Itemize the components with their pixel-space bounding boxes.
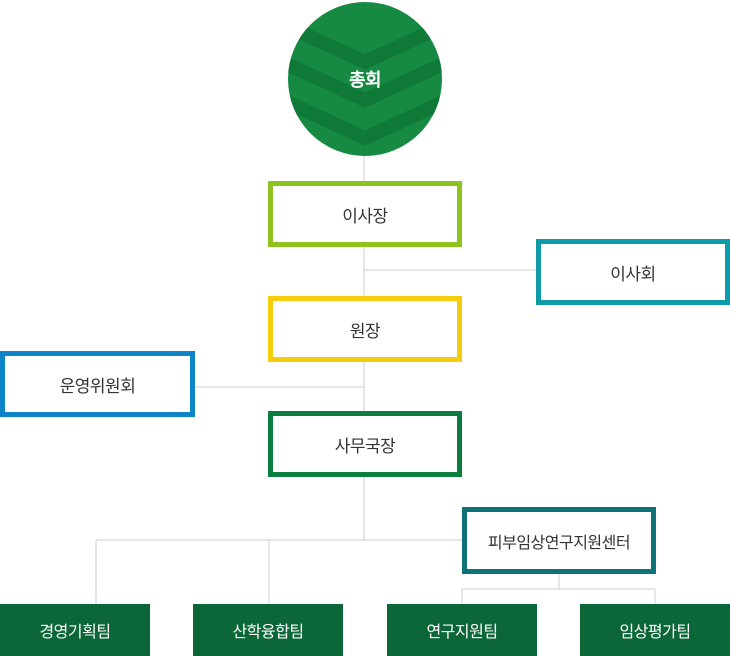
team-management-planning: 경영기획팀 bbox=[0, 604, 150, 656]
team-clinical-evaluation: 임상평가팀 bbox=[580, 604, 730, 656]
chevron-pattern-icon bbox=[288, 18, 442, 156]
secretary-general-label: 사무국장 bbox=[334, 436, 396, 457]
operating-committee-label: 운영위원회 bbox=[59, 376, 136, 397]
chairman-label: 이사장 bbox=[342, 206, 388, 227]
team-research-support: 연구지원팀 bbox=[387, 604, 537, 656]
chairman-node: 이사장 bbox=[268, 181, 462, 247]
support-center-node: 피부임상연구지원센터 bbox=[462, 507, 656, 574]
board-label: 이사회 bbox=[610, 264, 656, 285]
support-center-label: 피부임상연구지원센터 bbox=[487, 532, 631, 552]
general-meeting-label: 총회 bbox=[348, 70, 382, 91]
operating-committee-node: 운영위원회 bbox=[0, 351, 195, 417]
team-label: 경영기획팀 bbox=[39, 622, 111, 641]
team-industry-convergence: 산학융합팀 bbox=[193, 604, 343, 656]
secretary-general-node: 사무국장 bbox=[268, 411, 462, 477]
director-label: 원장 bbox=[349, 321, 381, 342]
board-node: 이사회 bbox=[536, 239, 730, 305]
team-label: 산학융합팀 bbox=[232, 622, 304, 641]
team-label: 연구지원팀 bbox=[426, 622, 498, 641]
director-node: 원장 bbox=[268, 296, 462, 362]
team-label: 임상평가팀 bbox=[619, 622, 691, 641]
general-meeting-node: 총회 bbox=[288, 2, 442, 156]
